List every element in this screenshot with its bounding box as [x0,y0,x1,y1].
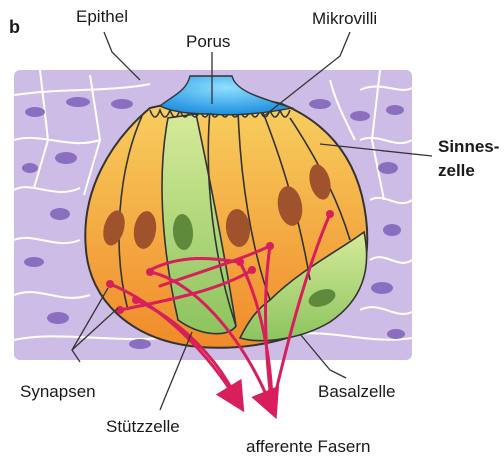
epithel-nucleus [55,152,77,164]
panel-letter: b [9,17,20,37]
epithel-nucleus [383,224,401,236]
synapse-dot [132,296,140,304]
synapse-dot [146,268,154,276]
label-porus: Porus [186,32,230,51]
epithel-nucleus [66,97,90,107]
epithel-nucleus [129,339,151,349]
epithel-nucleus [378,162,398,174]
epithel-nucleus [111,99,133,109]
label-synapsen: Synapsen [20,382,96,401]
epithel-nucleus [309,99,331,109]
epithel-nucleus [50,208,70,220]
epithel-nucleus [47,312,69,324]
epithel-nucleus [386,105,404,115]
synapse-dot [106,280,114,288]
epithel-nucleus [22,163,38,173]
epithel-nucleus [25,107,45,117]
epithel-nucleus [371,282,393,294]
synapse-dot [248,266,256,274]
synapse-dot [266,242,274,250]
synapse-dot [326,210,334,218]
label-afferente-fasern: afferente Fasern [246,437,370,456]
label-sinneszelle-2: zelle [438,161,475,180]
label-epithel: Epithel [76,7,128,26]
epithel-nucleus [24,257,44,267]
label-basalzelle: Basalzelle [318,382,396,401]
label-stuetzzelle: Stützzelle [106,417,180,436]
label-sinneszelle-1: Sinnes- [438,137,499,156]
label-mikrovilli: Mikrovilli [312,9,377,28]
epithel-nucleus [387,329,405,339]
synapse-dot [116,306,124,314]
epithel-nucleus [350,111,370,121]
synapse-dot [236,258,244,266]
